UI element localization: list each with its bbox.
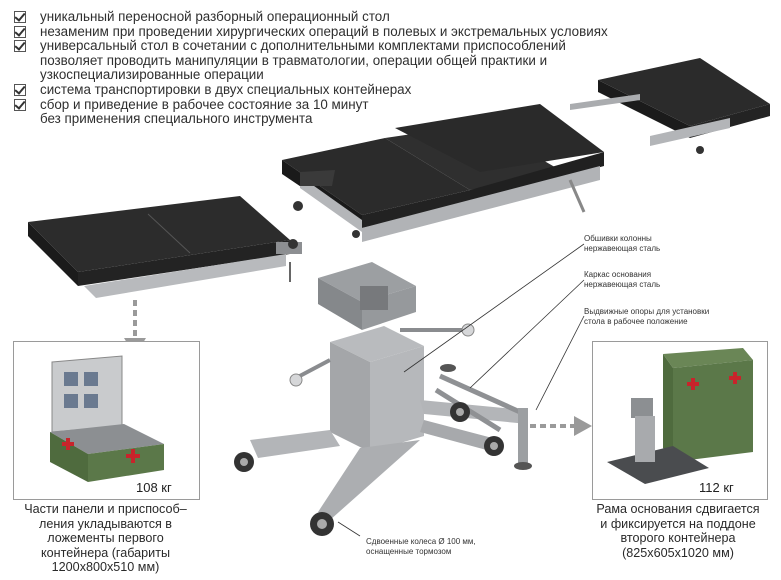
feature-text: без применения специального инструмента [40,111,313,127]
right-container-panel: 112 кг [592,341,768,500]
callout-base-frame: Каркас основания нержавеющая сталь [584,270,660,289]
feature-item: система транспортировки в двух специальн… [12,81,612,98]
checkbox-icon [14,11,26,23]
table-base-column [289,262,475,452]
feature-text: универсальный стол в сочетании с дополни… [40,38,566,54]
callout-subtitle: стола в рабочее положение [584,316,688,326]
table-base-legs [250,373,528,520]
wheels [234,364,532,536]
caption-line: и фиксируется на поддоне [600,516,756,531]
feature-text: уникальный переносной разборный операцио… [40,9,390,24]
left-container-caption: Части панели и приспособ– ления укладыва… [8,502,203,575]
left-table-section [28,196,302,298]
arrow-to-right-container [530,416,592,436]
feature-list: уникальный переносной разборный операцио… [12,9,612,127]
callout-lines [337,243,585,537]
feature-text: сбор и приведение в рабочее состояние за… [40,96,369,112]
caption-line: Рама основания сдвигается [596,502,760,516]
callout-title: Обшивки колонны [584,234,652,243]
feature-text: позволяет проводить манипуляции в травма… [40,52,548,68]
feature-item: незаменим при проведении хирургических о… [12,23,612,40]
callout-material: нержавеющая сталь [584,279,661,289]
callout-extendable-supports: Выдвижные опоры для установки стола в ра… [584,307,709,326]
checkbox-icon [14,83,26,96]
callout-wheels: Сдвоенные колеса Ø 100 мм, оснащенные то… [366,537,476,556]
feature-text: система транспортировки в двух специальн… [40,81,412,97]
callout-subtitle: оснащенные тормозом [366,546,452,556]
open-container-image [50,355,164,482]
feature-text: незаменим при проведении хирургических о… [40,23,608,39]
callout-column-cladding: Обшивки колонны нержавеющая сталь [584,234,660,253]
base-container-image [607,348,753,484]
caption-line: второго контейнера [620,531,736,545]
checkbox-icon [14,40,26,53]
checkbox-icon [14,98,26,111]
container-weight: 108 кг [136,480,172,495]
feature-item: уникальный переносной разборный операцио… [12,9,612,25]
caption-line: Части панели и приспособ– [24,502,187,516]
container-weight: 112 кг [699,480,734,495]
right-container-caption: Рама основания сдвигается и фиксируется … [580,502,776,560]
feature-item: универсальный стол в сочетании с дополни… [12,39,612,83]
callout-title: Каркас основания [584,270,652,279]
right-table-section [570,58,770,154]
caption-line: контейнера (габариты [40,545,171,560]
caption-line: ложементы первого [47,531,164,545]
feature-text: узкоспециализированные операции [40,67,264,83]
callout-title: Выдвижные опоры для установки [584,307,710,316]
caption-line: ления укладываются в [38,516,172,531]
caption-line: 1200x800x510 мм) [51,560,160,574]
callout-title: Сдвоенные колеса Ø 100 мм, [366,537,476,546]
callout-material: нержавеющая сталь [584,243,661,253]
left-container-panel: 108 кг [13,341,200,500]
caption-line: (825x605x1020 мм) [622,545,734,560]
feature-item: сбор и приведение в рабочее состояние за… [12,96,612,127]
center-table-section [282,104,604,242]
checkbox-icon [14,25,26,38]
